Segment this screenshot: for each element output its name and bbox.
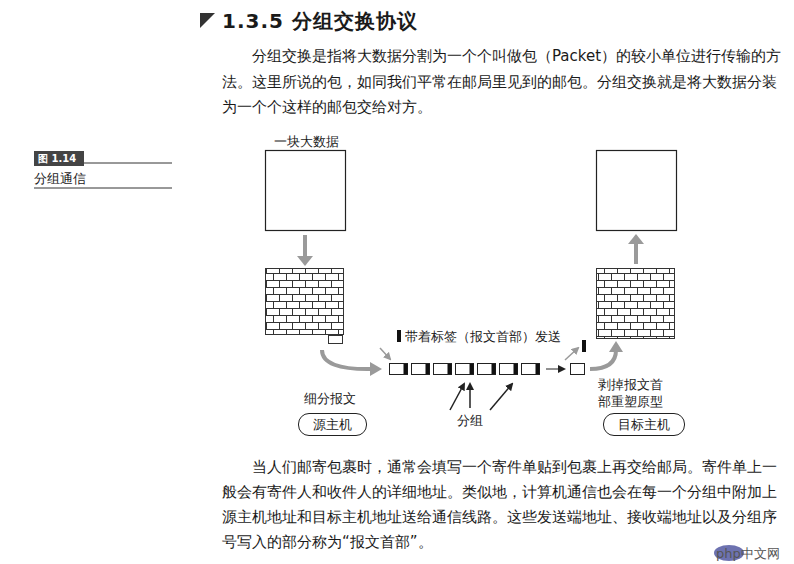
curved-arrow bbox=[590, 350, 616, 369]
split-label: 细分报文 bbox=[290, 390, 370, 408]
pointer bbox=[469, 384, 471, 408]
data-block bbox=[597, 151, 677, 231]
block-label: 一块大数据 bbox=[270, 133, 342, 151]
rule bbox=[34, 188, 172, 189]
host-box: 源主机 bbox=[298, 413, 367, 436]
body-paragraph: 分组交换是指将大数据分割为一个个叫做包（Packet）的较小单位进行传输的方法。… bbox=[222, 44, 782, 121]
figure-number: 图 1.14 bbox=[34, 151, 84, 166]
title-marker bbox=[200, 13, 215, 28]
data-block bbox=[266, 151, 346, 231]
pointer bbox=[450, 384, 464, 410]
host-box: 目标主机 bbox=[603, 413, 685, 436]
figure-caption: 分组通信 bbox=[34, 170, 172, 188]
up-arrow bbox=[634, 242, 638, 264]
watermark: php中文网 bbox=[716, 545, 780, 563]
packet-row bbox=[390, 364, 540, 375]
rebuilt-data bbox=[597, 269, 675, 339]
section-title: 1.3.5 分组交换协议 bbox=[222, 8, 418, 35]
curved-arrow bbox=[322, 350, 372, 369]
packet-piece bbox=[329, 336, 343, 344]
body-paragraph: 当人们邮寄包裹时，通常会填写一个寄件单贴到包裹上再交给邮局。寄件单上一般会有寄件… bbox=[222, 455, 782, 555]
strip-label: 剥掉报文首部重塑原型 bbox=[598, 376, 666, 410]
packet-label: 分组 bbox=[440, 412, 500, 430]
host-name: 源主机 bbox=[313, 416, 352, 433]
send-label: 带着标签（报文首部）发送 bbox=[405, 328, 561, 346]
down-arrow bbox=[303, 235, 307, 258]
host-name: 目标主机 bbox=[618, 416, 670, 433]
pointer bbox=[490, 384, 512, 410]
split-data bbox=[266, 269, 344, 335]
figure-tag: 图 1.14 分组通信 bbox=[34, 147, 172, 188]
header-mark bbox=[397, 330, 401, 342]
